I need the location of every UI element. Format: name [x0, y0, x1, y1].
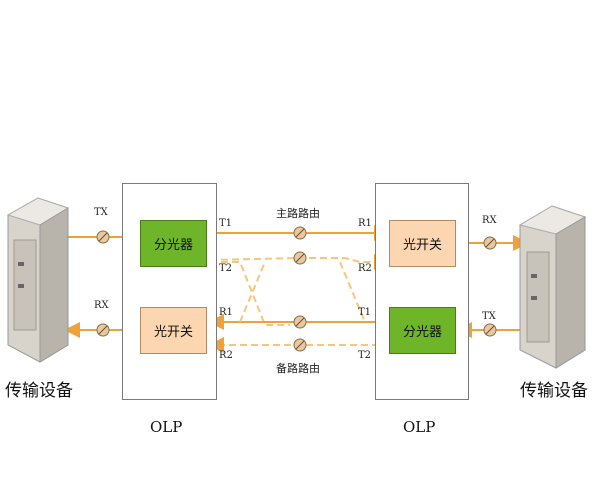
left-device-label: 传输设备	[5, 381, 73, 401]
connector-icon	[96, 323, 110, 337]
left-optical-switch: 光开关	[140, 307, 207, 354]
left-splitter: 分光器	[140, 220, 207, 267]
right-olp-label: OLP	[403, 418, 436, 436]
left-port-r2: R2	[219, 350, 233, 361]
right-port-r1: R1	[358, 218, 372, 229]
right-port-r2: R2	[358, 263, 372, 274]
connector-icon	[96, 230, 110, 244]
left-port-t1: T1	[219, 218, 233, 229]
left-tx-label: TX	[94, 207, 108, 218]
right-rx-label: RX	[482, 215, 497, 226]
right-port-t2: T2	[358, 350, 372, 361]
left-olp-box	[122, 183, 217, 400]
connector-icon	[293, 226, 307, 240]
backup-forward-link	[209, 254, 390, 270]
left-server-icon	[6, 197, 70, 363]
connector-icon	[293, 315, 307, 329]
connector-icon	[293, 338, 307, 352]
right-server-icon	[518, 205, 587, 369]
right-port-t1: T1	[358, 307, 372, 318]
right-tx-label: TX	[482, 311, 496, 322]
right-olp-box	[375, 183, 469, 400]
right-optical-switch: 光开关	[389, 220, 456, 267]
left-port-r1: R1	[219, 307, 233, 318]
left-rx-label: RX	[94, 300, 109, 311]
left-olp-label: OLP	[150, 418, 183, 436]
connector-icon	[483, 323, 497, 337]
primary-route-label: 主路路由	[276, 207, 320, 220]
left-t2-link	[210, 261, 290, 326]
right-device-label: 传输设备	[520, 381, 588, 401]
left-port-t2: T2	[219, 263, 233, 274]
connector-icon	[483, 236, 497, 250]
connector-icon	[293, 251, 307, 265]
right-splitter: 分光器	[389, 307, 456, 354]
backup-route-label: 备路路由	[276, 362, 320, 375]
